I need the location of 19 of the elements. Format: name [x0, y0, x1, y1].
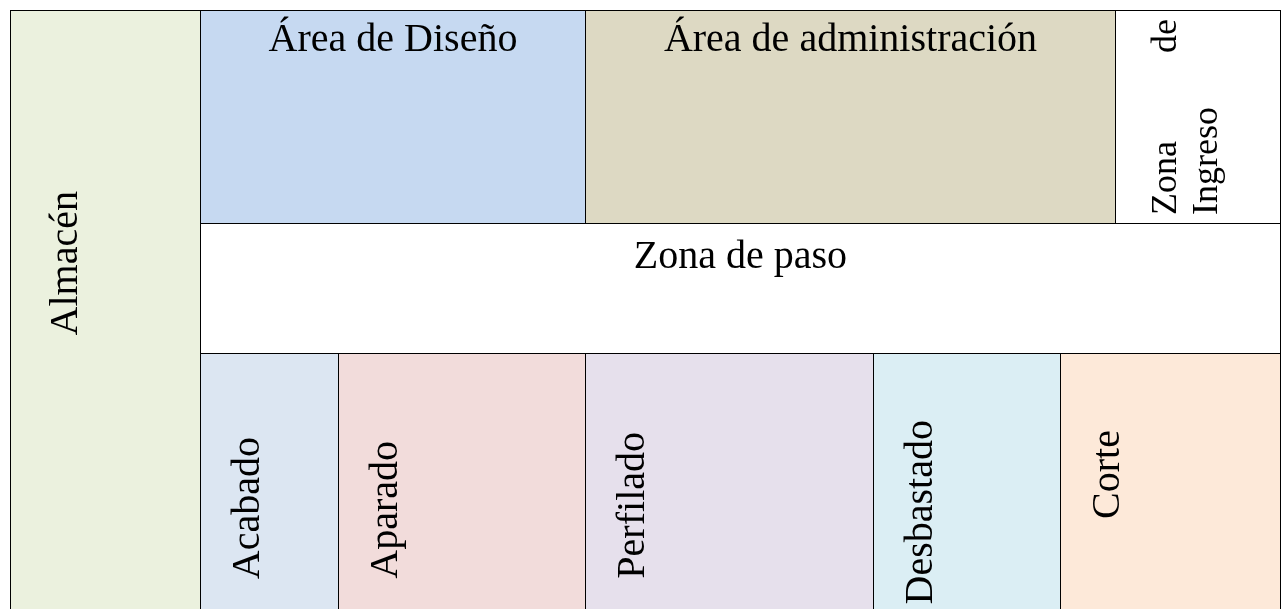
area-label: Desbastado — [896, 419, 942, 604]
floor-area — [338, 353, 586, 609]
area-label: Área de administración — [662, 15, 1039, 61]
area-label: Zona de Ingreso — [1144, 19, 1227, 215]
floor-area — [10, 10, 201, 609]
area-label: Almacén — [41, 191, 87, 336]
floor-area — [200, 353, 339, 609]
area-label: Área de Diseño — [267, 15, 519, 61]
area-label: Acabado — [223, 436, 269, 579]
floor-area — [585, 353, 874, 609]
floor-area — [873, 353, 1061, 609]
area-label: Zona de paso — [632, 232, 849, 278]
floor-area — [585, 10, 1116, 224]
floor-area — [1060, 353, 1281, 609]
area-label: Aparado — [361, 441, 407, 579]
floor-area — [1115, 10, 1281, 224]
area-label: Perfilado — [608, 432, 654, 579]
area-label: Corte — [1083, 430, 1129, 519]
floor-area — [200, 10, 586, 224]
